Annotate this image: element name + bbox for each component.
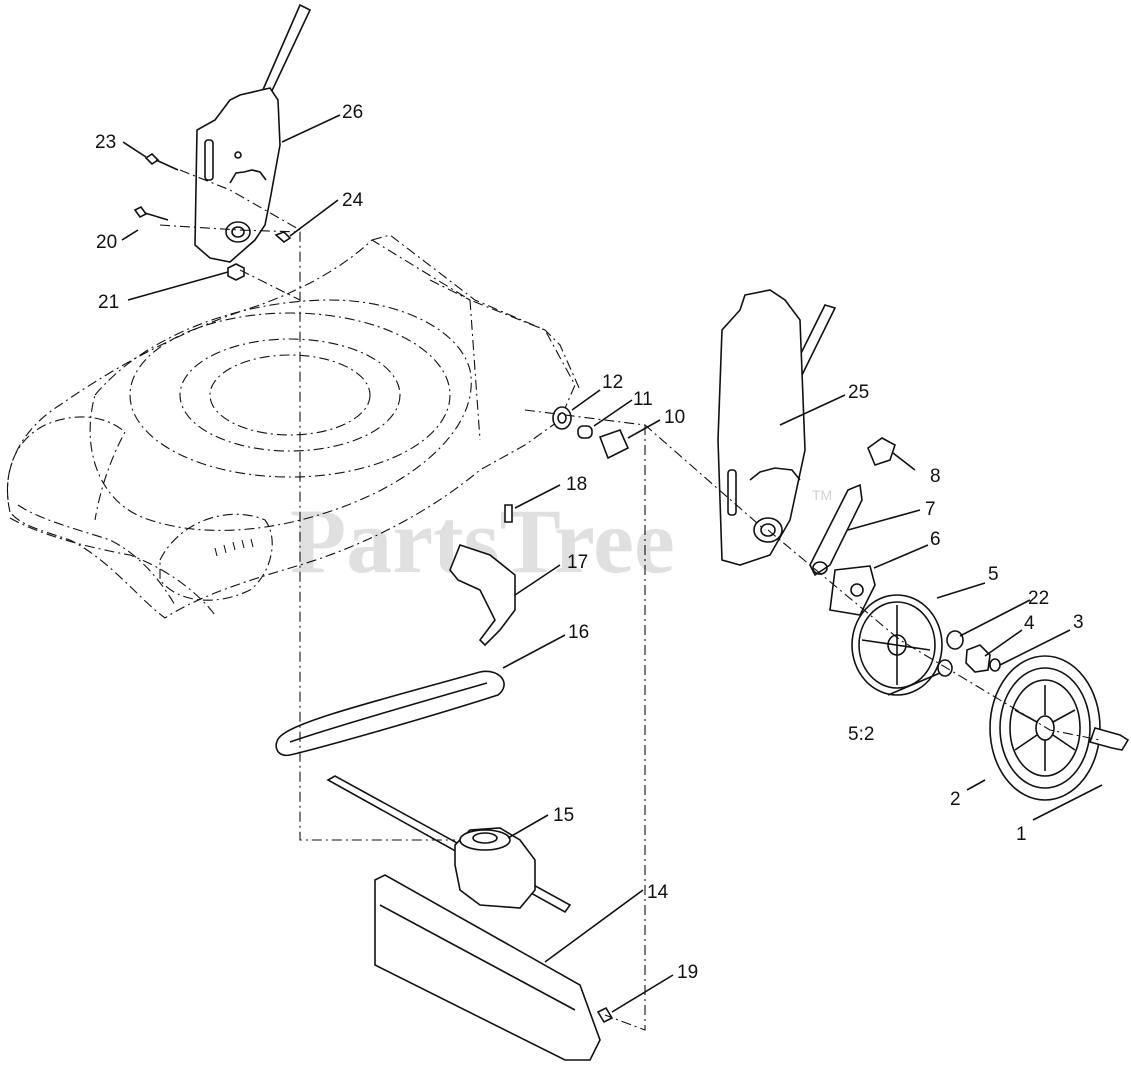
callout-10: 10 bbox=[664, 407, 685, 428]
callout-1: 1 bbox=[1016, 824, 1027, 845]
callout-16: 16 bbox=[568, 622, 589, 643]
callout-4: 4 bbox=[1024, 613, 1035, 634]
callout-23: 23 bbox=[95, 132, 116, 153]
assembly-guide-lines bbox=[159, 169, 1101, 1031]
callout-labels: 1 2 3 4 5 5:2 6 7 8 10 11 12 14 15 16 17… bbox=[95, 102, 1084, 983]
watermark-trademark: TM bbox=[812, 487, 832, 503]
rear-guard-part-14 bbox=[374, 874, 601, 1061]
pin-part-18 bbox=[504, 504, 513, 523]
callout-25: 25 bbox=[848, 382, 869, 403]
callout-5: 5 bbox=[988, 564, 999, 585]
callout-19: 19 bbox=[677, 962, 698, 983]
leader-lines bbox=[121, 114, 1103, 1013]
callout-11: 11 bbox=[633, 389, 653, 410]
bolt-part-1 bbox=[1088, 727, 1130, 751]
callout-24: 24 bbox=[342, 190, 364, 211]
callout-22: 22 bbox=[1028, 588, 1049, 609]
callout-2: 2 bbox=[950, 789, 961, 810]
callout-17: 17 bbox=[567, 552, 588, 573]
callout-20: 20 bbox=[96, 232, 117, 253]
callout-21: 21 bbox=[98, 292, 119, 313]
callout-7: 7 bbox=[925, 499, 936, 520]
belt-guard-part-17 bbox=[449, 544, 516, 647]
callout-26: 26 bbox=[342, 102, 363, 123]
callout-14: 14 bbox=[647, 882, 669, 903]
drive-belt-part-16 bbox=[275, 670, 505, 757]
transmission-part-15 bbox=[326, 775, 572, 914]
callout-15: 15 bbox=[553, 805, 574, 826]
callout-5-2: 5:2 bbox=[848, 724, 874, 745]
callout-6: 6 bbox=[930, 529, 941, 550]
wheel-part-2 bbox=[989, 655, 1101, 801]
callout-18: 18 bbox=[566, 474, 587, 495]
callout-8: 8 bbox=[930, 466, 941, 487]
axle-bushings bbox=[552, 406, 630, 460]
callout-12: 12 bbox=[602, 372, 623, 393]
left-fasteners bbox=[133, 152, 292, 281]
right-height-bracket bbox=[717, 289, 837, 566]
height-lever-parts bbox=[809, 437, 896, 616]
wheel-small-parts bbox=[937, 630, 1001, 677]
left-height-bracket bbox=[194, 3, 312, 263]
mower-deck bbox=[6, 234, 581, 619]
wheel-hub-part-5 bbox=[851, 594, 943, 696]
callout-3: 3 bbox=[1073, 612, 1084, 633]
